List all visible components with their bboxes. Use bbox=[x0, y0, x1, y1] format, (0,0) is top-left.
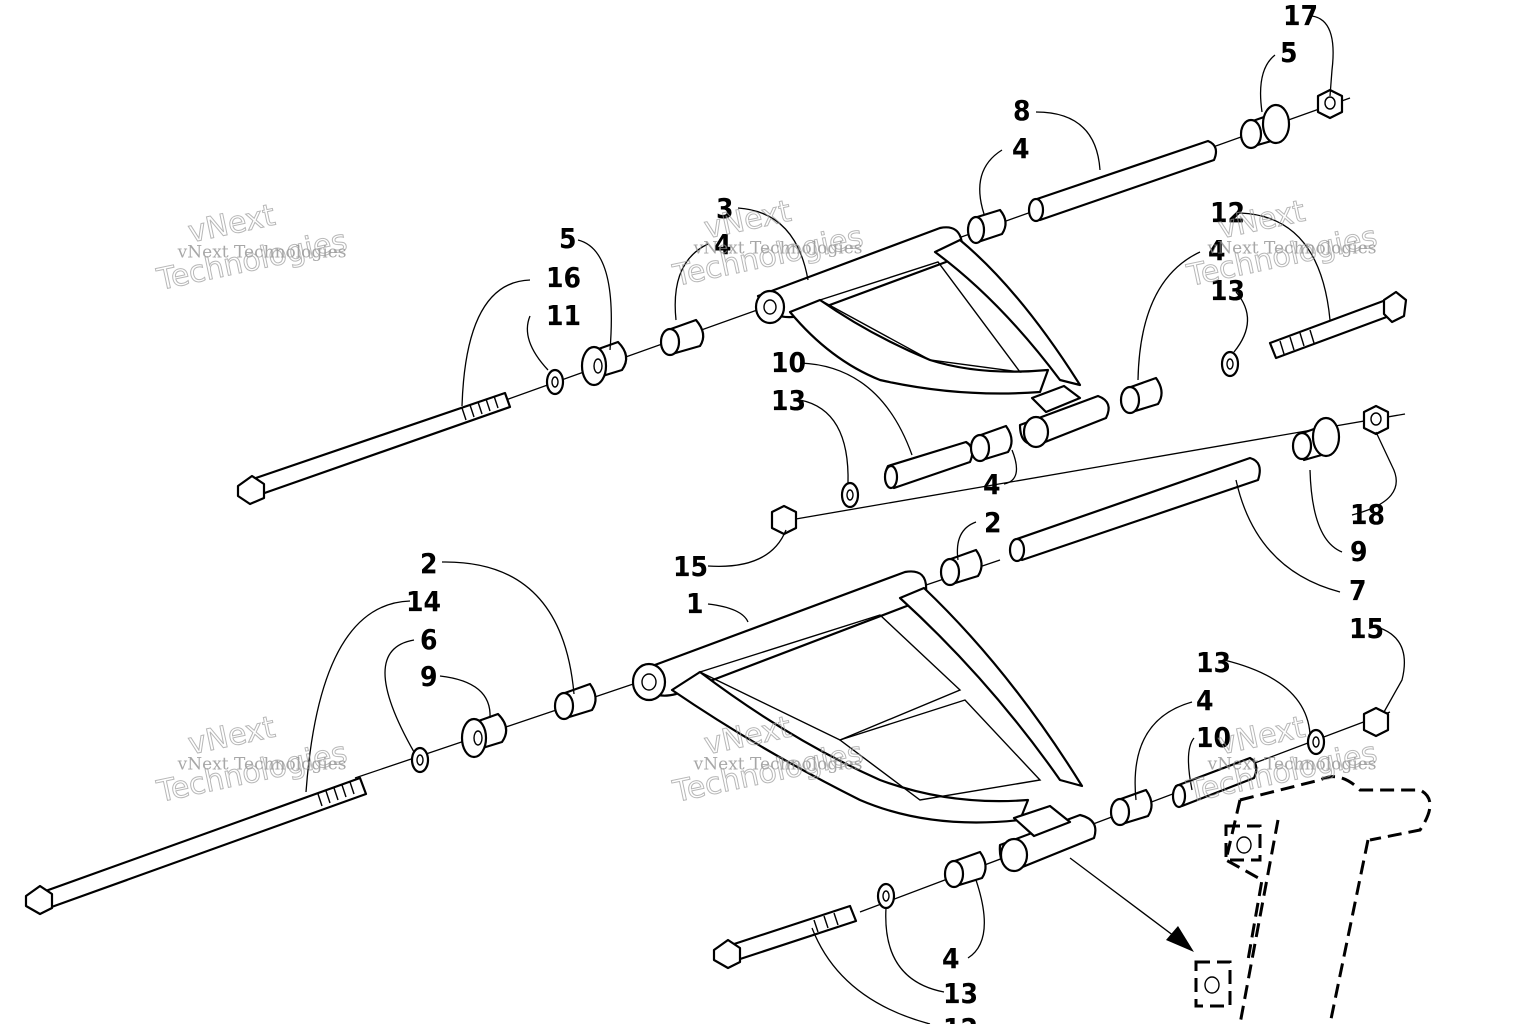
callout-13: 13 bbox=[1210, 274, 1245, 307]
callout-14: 14 bbox=[406, 585, 441, 618]
callout-2: 2 bbox=[420, 547, 438, 580]
watermark: vNext vNext Technologies Technologies bbox=[153, 197, 351, 298]
bushings bbox=[460, 103, 1341, 889]
callout-13: 13 bbox=[1196, 646, 1231, 679]
callout-7: 7 bbox=[1349, 574, 1367, 607]
callout-15: 15 bbox=[673, 550, 708, 583]
callout-11: 11 bbox=[546, 299, 581, 332]
callout-5: 5 bbox=[1280, 36, 1298, 69]
svg-text:vNext Technologies: vNext Technologies bbox=[1207, 755, 1377, 775]
callout-1: 1 bbox=[686, 587, 704, 620]
callout-3: 3 bbox=[716, 192, 734, 225]
bolt-12-lower bbox=[712, 904, 858, 970]
callout-13: 13 bbox=[943, 977, 978, 1010]
svg-text:vNext Technologies: vNext Technologies bbox=[177, 755, 347, 775]
callout-6: 6 bbox=[420, 623, 438, 656]
spindle-dashed bbox=[1069, 775, 1432, 1024]
sleeve-10-upper bbox=[883, 440, 974, 490]
callout-5: 5 bbox=[559, 222, 577, 255]
lower-a-arm bbox=[631, 570, 1097, 873]
upper-a-arm bbox=[754, 226, 1110, 449]
svg-text:vNext Technologies: vNext Technologies bbox=[693, 239, 863, 259]
bolt-12 bbox=[1268, 290, 1408, 360]
svg-text:vNext Technologies: vNext Technologies bbox=[1207, 239, 1377, 259]
callout-17: 17 bbox=[1283, 0, 1318, 32]
callout-4: 4 bbox=[1208, 234, 1226, 267]
callout-9: 9 bbox=[420, 660, 438, 693]
callout-10: 10 bbox=[1196, 721, 1231, 754]
bolt-16 bbox=[236, 391, 512, 506]
callout-9: 9 bbox=[1350, 535, 1368, 568]
callout-4: 4 bbox=[983, 468, 1001, 501]
callout-4: 4 bbox=[942, 942, 960, 975]
callout-16: 16 bbox=[546, 261, 581, 294]
sleeve-10-lower bbox=[1171, 756, 1258, 809]
callout-10: 10 bbox=[771, 346, 806, 379]
callout-2: 2 bbox=[984, 506, 1002, 539]
callout-13: 13 bbox=[771, 384, 806, 417]
callout-4: 4 bbox=[1196, 684, 1214, 717]
shaft-8 bbox=[1027, 139, 1218, 223]
callout-12: 12 bbox=[943, 1012, 978, 1024]
callout-leaders bbox=[305, 15, 1406, 1024]
callout-18: 18 bbox=[1350, 498, 1385, 531]
callout-labels: 17 5 8 4 3 4 5 16 11 12 4 13 10 13 4 15 … bbox=[406, 0, 1385, 1024]
callout-4: 4 bbox=[714, 228, 732, 261]
washers-and-nuts bbox=[410, 88, 1390, 910]
callout-8: 8 bbox=[1013, 94, 1031, 127]
shaft-7 bbox=[1008, 456, 1261, 563]
bolt-14 bbox=[24, 776, 368, 916]
callout-12: 12 bbox=[1210, 196, 1245, 229]
watermark: vNext vNext Technologies Technologies bbox=[1183, 193, 1381, 294]
callout-4: 4 bbox=[1012, 132, 1030, 165]
svg-text:vNext Technologies: vNext Technologies bbox=[177, 243, 347, 263]
svg-text:vNext Technologies: vNext Technologies bbox=[693, 755, 863, 775]
callout-15: 15 bbox=[1349, 612, 1384, 645]
watermark: vNext vNext Technologies Technologies bbox=[669, 709, 867, 810]
